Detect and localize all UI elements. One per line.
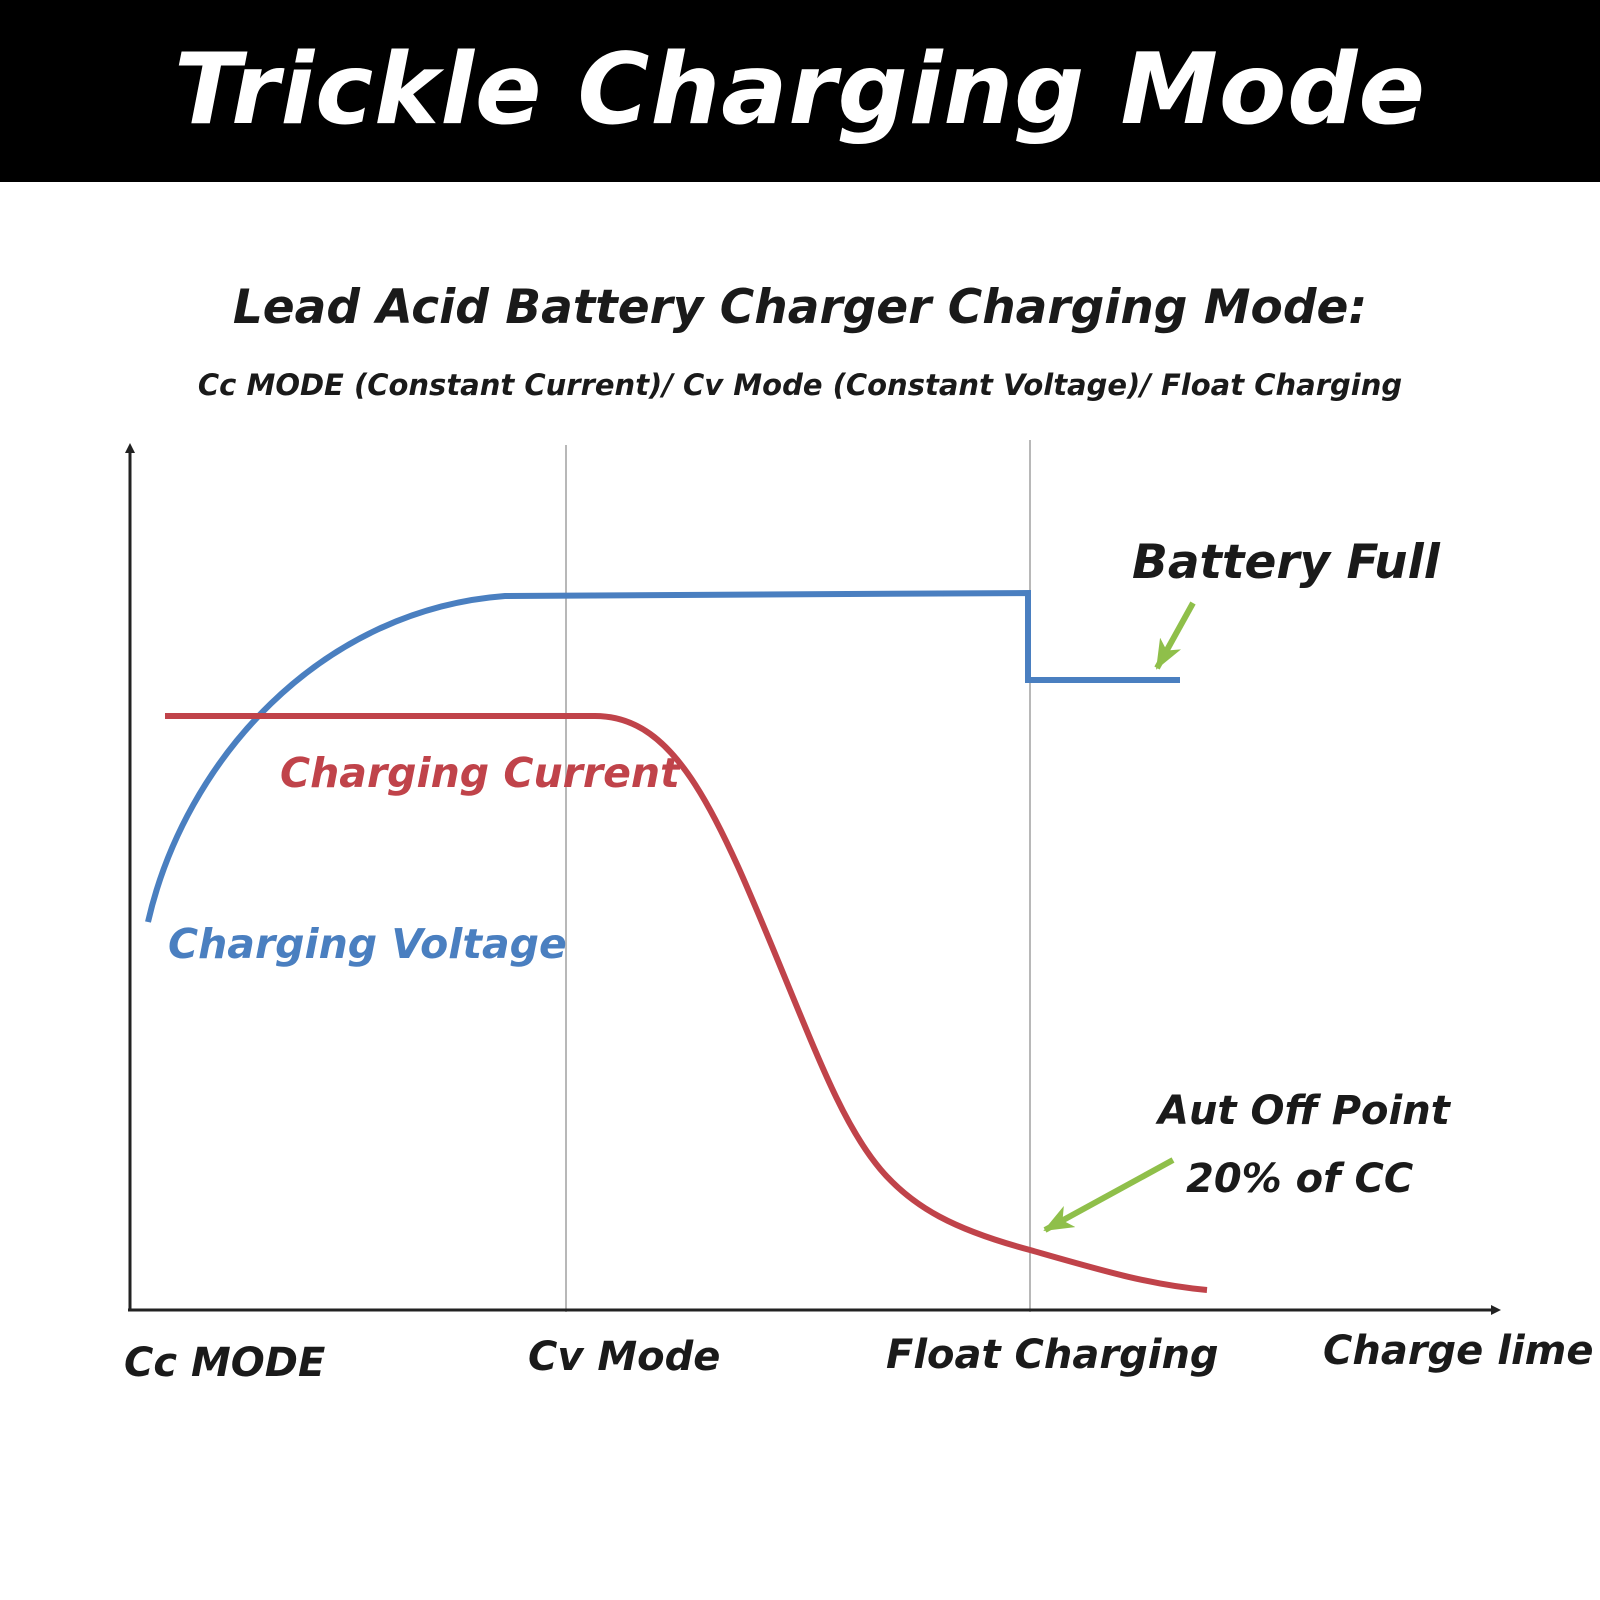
battery-full-arrow	[1154, 601, 1196, 670]
x-axis-label: Charge lime	[1323, 1328, 1593, 1374]
diagram-subtitle: Cc MODE (Constant Current)/ Cv Mode (Con…	[197, 368, 1403, 402]
auto-off-label: Aut Off Point	[1155, 1088, 1452, 1134]
banner-title: Trickle Charging Mode	[174, 33, 1426, 147]
phase-label-cv: Cv Mode	[528, 1334, 720, 1380]
current-curve	[165, 713, 1208, 1293]
voltage-curve-label: Charging Voltage	[168, 920, 567, 968]
phase-label-float: Float Charging	[886, 1332, 1219, 1378]
phase-label-cc: Cc MODE	[124, 1340, 325, 1386]
auto-off-percent-label: 20% of CC	[1186, 1156, 1413, 1202]
battery-full-label: Battery Full	[1132, 535, 1441, 590]
current-curve-label: Charging Current	[280, 749, 681, 797]
diagram-title: Lead Acid Battery Charger Charging Mode:	[232, 280, 1368, 335]
auto-off-arrow	[1043, 1157, 1175, 1233]
voltage-curve	[145, 589, 1180, 923]
title-banner: Trickle Charging Mode	[0, 0, 1600, 182]
